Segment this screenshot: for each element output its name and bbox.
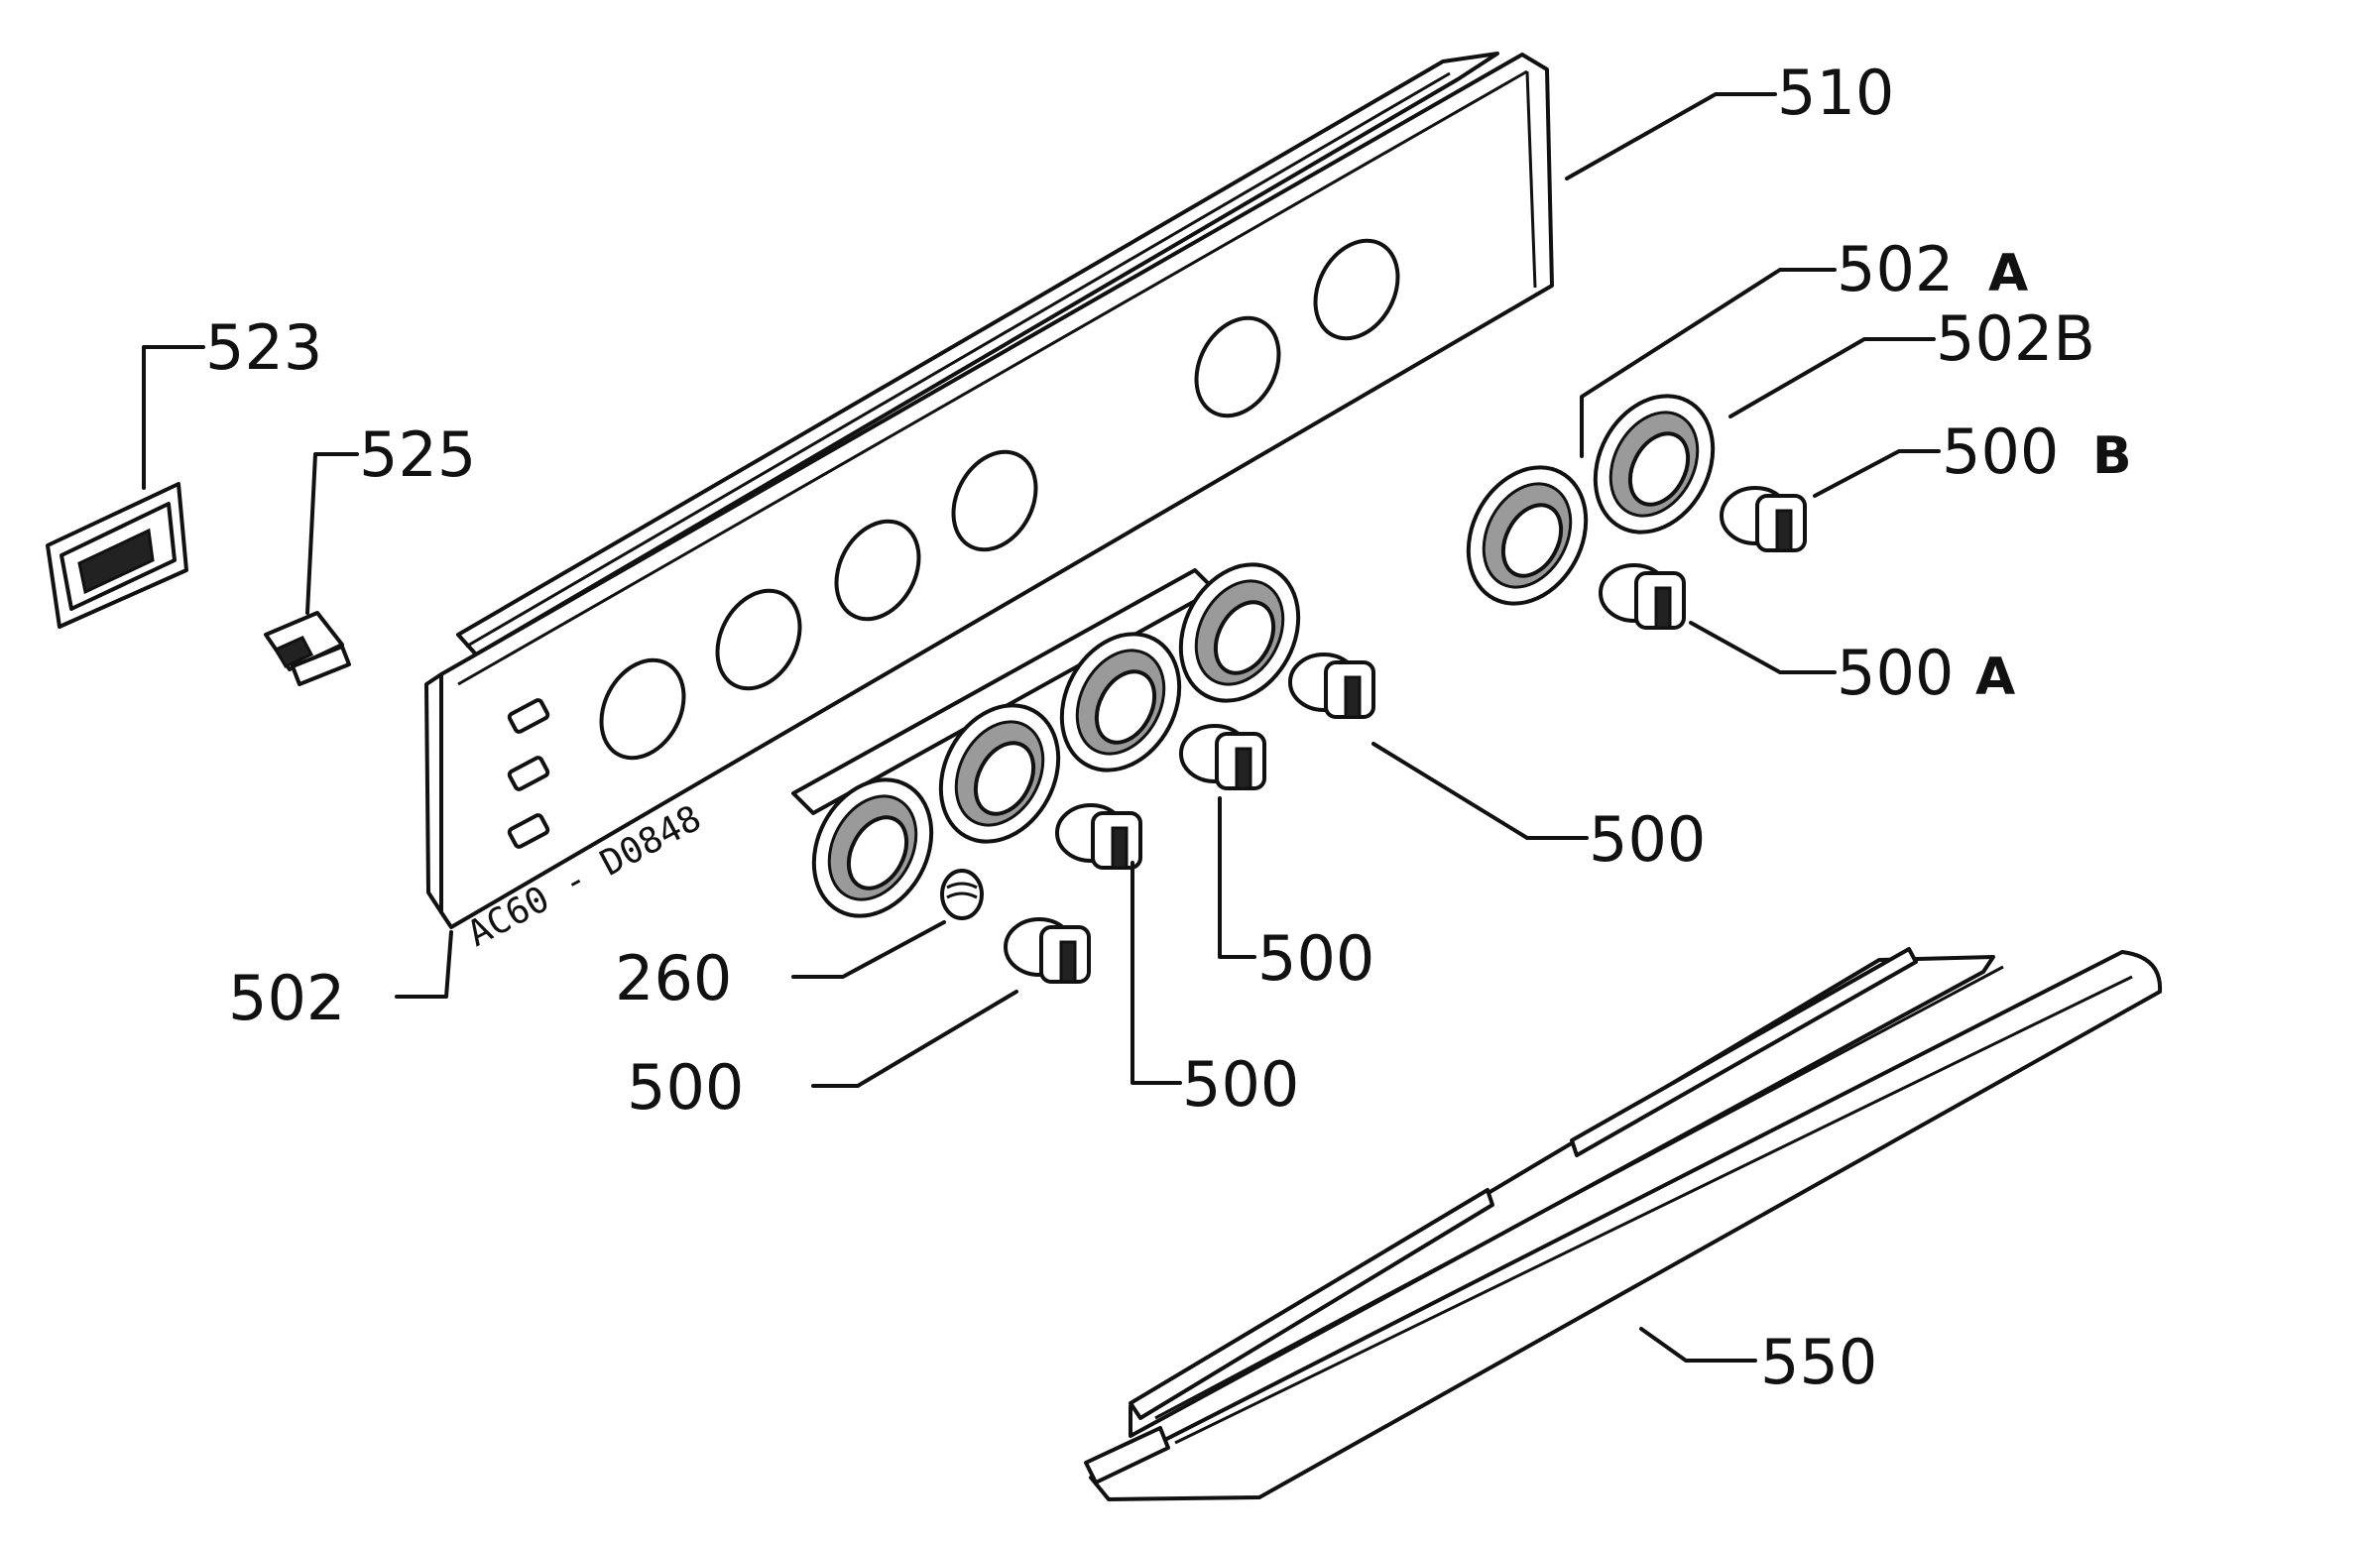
label-500-right: 500: [1589, 803, 1706, 876]
label-502B: 502B: [1936, 302, 2095, 375]
panel-hole-1: [599, 657, 686, 761]
bezel-ring-1: [811, 777, 934, 918]
bezel-ring-2: [938, 703, 1061, 844]
label-502A-number: 502: [1837, 233, 1954, 305]
control-panel-510: AC60 - D0848: [424, 52, 1554, 955]
knob-500-middle: [1179, 724, 1266, 790]
leader-lines: [142, 92, 1941, 1363]
spring-260: [940, 869, 984, 920]
panel-hole-6: [1313, 238, 1400, 341]
bezel-ring-4: [1178, 562, 1301, 703]
label-510: 510: [1777, 57, 1894, 129]
label-500-bottom: 500: [1182, 1048, 1299, 1121]
panel-slot-1: [507, 698, 550, 734]
label-500-left: 500: [627, 1051, 744, 1124]
label-500B-suffix: B: [2092, 426, 2132, 486]
label-500B-number: 500: [1942, 416, 2059, 488]
label-500A-suffix: A: [1975, 648, 2015, 707]
label-500A-number: 500: [1837, 637, 1954, 709]
label-502A-suffix: A: [1988, 244, 2028, 303]
switch-frame-523: [46, 482, 188, 629]
switch-525: [264, 611, 351, 686]
bezel-ring-3: [1059, 632, 1182, 772]
part-labels: 510 502 A 502B 500 B 500 A 523 525 500 5…: [205, 57, 2132, 1398]
panel-hole-2: [715, 588, 802, 691]
bezel-ring-502B: [1593, 394, 1716, 534]
knob-500B: [1720, 486, 1807, 552]
label-525: 525: [359, 418, 476, 491]
knob-500-left: [1004, 917, 1091, 984]
label-523: 523: [205, 311, 322, 384]
panel-hole-3: [834, 519, 921, 622]
bezel-ring-row-502: [811, 562, 1301, 918]
label-550: 550: [1760, 1326, 1877, 1398]
bezel-ring-502A: [1466, 465, 1589, 606]
panel-slot-2: [507, 756, 550, 791]
trim-strip-550: [1084, 947, 2163, 1501]
panel-hole-5: [1194, 315, 1281, 418]
knob-500A: [1599, 563, 1686, 630]
label-502: 502: [228, 962, 345, 1034]
label-500-middle: 500: [1257, 922, 1374, 995]
panel-slot-3: [507, 813, 550, 849]
panel-hole-4: [951, 449, 1038, 552]
label-260: 260: [615, 942, 732, 1014]
knob-500-bottom: [1055, 803, 1142, 870]
knob-500-right: [1288, 653, 1375, 719]
